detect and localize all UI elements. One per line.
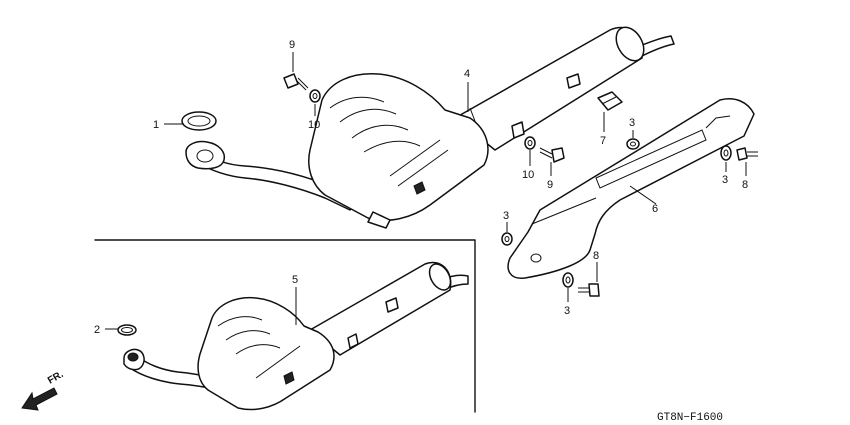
callout-3-b: 3 xyxy=(722,174,728,186)
alternate-type-frame xyxy=(94,239,476,413)
callout-3-a: 3 xyxy=(629,117,635,129)
muffler-protector xyxy=(507,98,755,279)
bolt-9-upper xyxy=(283,73,309,91)
figure-code: GT8N−F1600 xyxy=(657,412,723,424)
callout-3-d: 3 xyxy=(564,305,570,317)
muffler-assembly-lower xyxy=(123,261,469,411)
gasket-2 xyxy=(117,324,137,336)
nut-3-b xyxy=(720,145,732,161)
nut-3-d xyxy=(562,272,574,288)
washer-10-center xyxy=(524,136,536,150)
leader-lines xyxy=(105,52,747,330)
callout-9-b: 9 xyxy=(547,179,553,191)
nut-3-a xyxy=(626,138,640,150)
callout-1: 1 xyxy=(153,119,159,131)
callout-6: 6 xyxy=(652,203,658,215)
callout-10-a: 10 xyxy=(308,119,320,131)
callout-3-c: 3 xyxy=(503,210,509,222)
callout-5: 5 xyxy=(292,274,298,286)
clip-nut-7 xyxy=(597,91,623,111)
front-direction-arrow-icon xyxy=(21,387,58,411)
callout-9-a: 9 xyxy=(289,39,295,51)
callout-7: 7 xyxy=(600,135,606,147)
washer-10-upper xyxy=(309,89,321,103)
gasket-1 xyxy=(181,111,217,131)
front-direction-label: FR. xyxy=(46,369,66,387)
callout-10-b: 10 xyxy=(522,169,534,181)
bolt-8-b xyxy=(578,283,600,297)
callout-2: 2 xyxy=(94,324,100,336)
bolt-8-a xyxy=(736,147,758,161)
muffler-assembly-upper xyxy=(185,26,675,229)
bolt-9-center xyxy=(539,147,565,163)
callout-4: 4 xyxy=(464,68,470,80)
callout-8-a: 8 xyxy=(742,179,748,191)
nut-3-c xyxy=(501,232,513,246)
callout-8-b: 8 xyxy=(593,250,599,262)
